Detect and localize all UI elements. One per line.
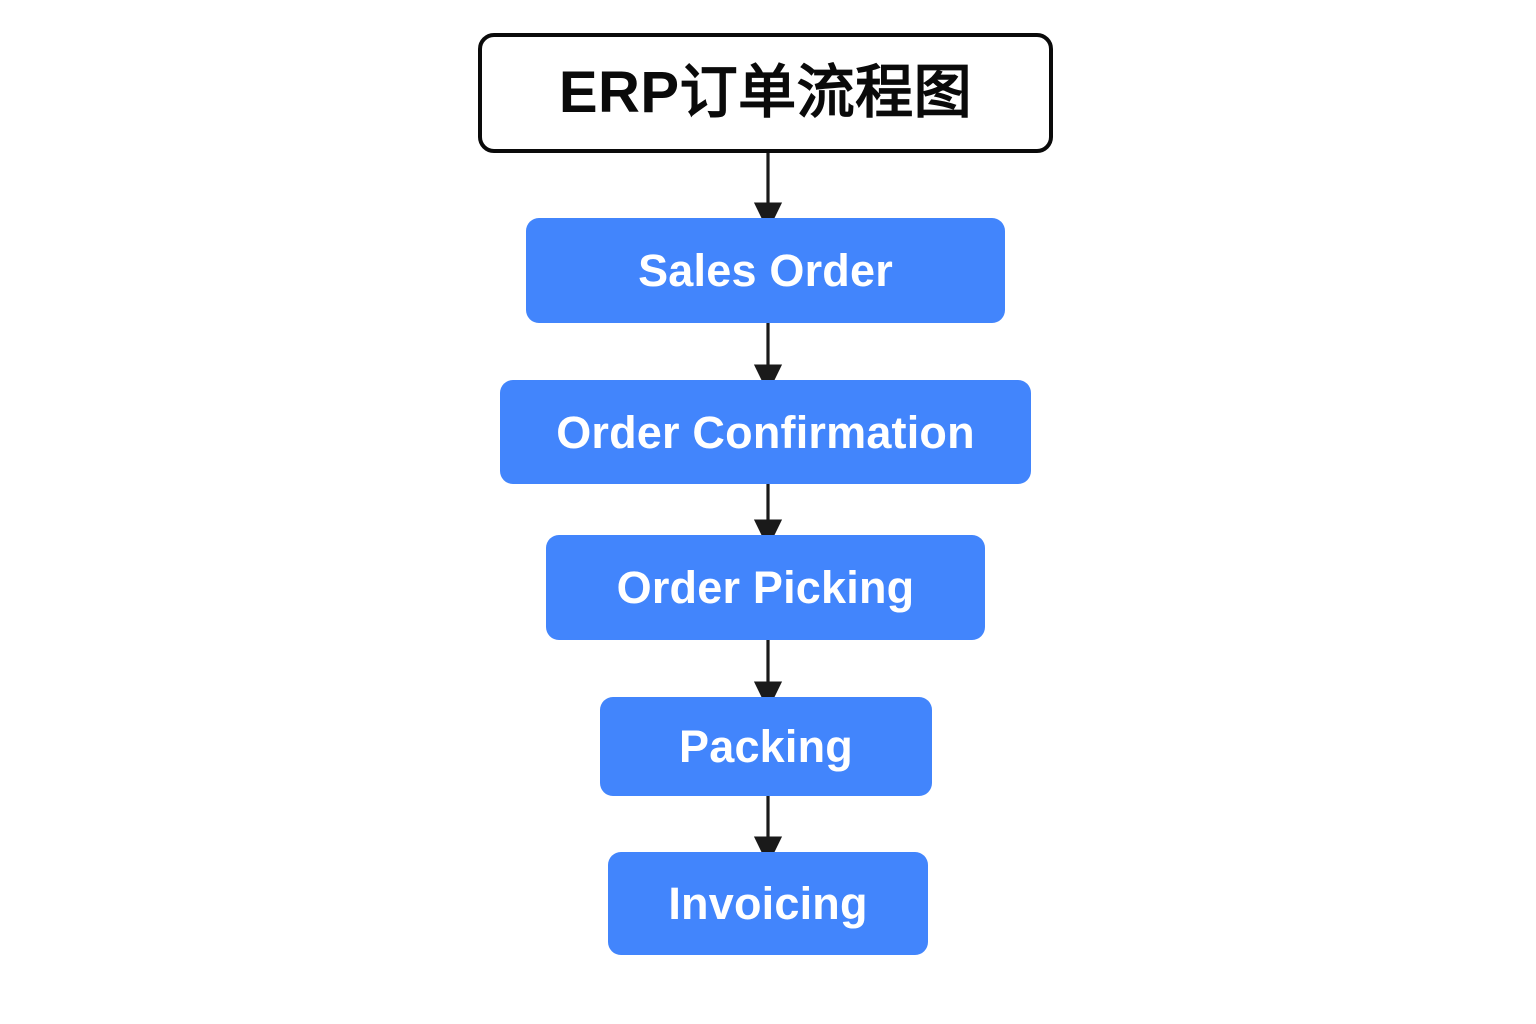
- node-order-confirmation[interactable]: Order Confirmation: [500, 380, 1031, 484]
- node-sales-order-label: Sales Order: [638, 245, 893, 296]
- node-order-picking[interactable]: Order Picking: [546, 535, 985, 640]
- node-order-confirmation-label: Order Confirmation: [556, 406, 975, 458]
- node-invoicing[interactable]: Invoicing: [608, 852, 928, 955]
- node-invoicing-label: Invoicing: [668, 878, 868, 929]
- flowchart-title-node[interactable]: ERP订单流程图: [478, 33, 1053, 153]
- node-packing[interactable]: Packing: [600, 697, 932, 796]
- node-sales-order[interactable]: Sales Order: [526, 218, 1005, 323]
- node-packing-label: Packing: [679, 721, 853, 772]
- node-order-picking-label: Order Picking: [616, 562, 915, 613]
- flowchart-title-label: ERP订单流程图: [558, 60, 973, 125]
